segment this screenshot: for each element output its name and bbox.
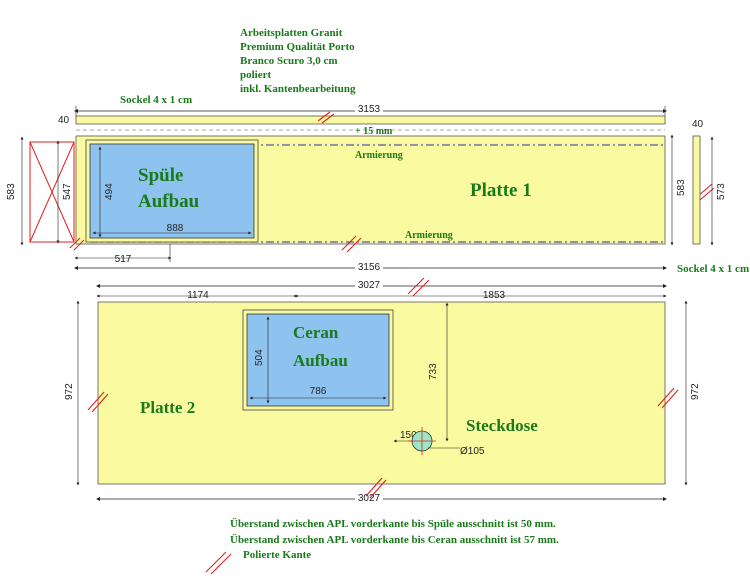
- dim-972-left: 972: [64, 383, 75, 400]
- plate-2-label: Platte 2: [140, 398, 195, 417]
- spec-line-3: Branco Scuro 3,0 cm: [240, 55, 338, 67]
- ceran-label-1: Ceran: [293, 323, 339, 342]
- spec-line-1: Arbeitsplatten Granit: [240, 27, 343, 39]
- dim-sockel-side-40: 40: [692, 119, 704, 130]
- sockel-strip-side: [692, 135, 701, 245]
- spec-text: Arbeitsplatten Granit Premium Qualität P…: [240, 27, 356, 95]
- spec-line-2: Premium Qualität Porto: [240, 41, 355, 53]
- dim-583-right: 583: [676, 179, 687, 196]
- dim-d105: Ø105: [460, 446, 485, 457]
- polish-marks-plate1: [69, 111, 715, 253]
- dim-sockel-40: 40: [58, 115, 70, 126]
- dim-517: 517: [115, 254, 132, 265]
- note-line-1: Überstand zwischen APL vorderkante bis S…: [230, 517, 556, 530]
- dim-3027-top: 3027: [358, 280, 381, 291]
- socket-label: Steckdose: [466, 416, 538, 435]
- note-line-2: Überstand zwischen APL vorderkante bis C…: [230, 533, 559, 546]
- dim-3027-bottom: 3027: [358, 493, 381, 504]
- spec-line-4: poliert: [240, 69, 271, 81]
- dim-1174: 1174: [187, 290, 209, 301]
- ceran-cutout: [246, 313, 390, 407]
- legend-label: Polierte Kante: [243, 549, 311, 561]
- sink-label-1: Spüle: [138, 165, 183, 186]
- dim-583-left: 583: [6, 183, 17, 200]
- dim-733: 733: [428, 363, 439, 380]
- dim-494: 494: [104, 183, 115, 200]
- dim-3153: 3153: [358, 104, 381, 115]
- ceran-label-2: Aufbau: [293, 351, 348, 370]
- spec-line-5: inkl. Kantenbearbeitung: [240, 83, 356, 95]
- dim-972-right: 972: [690, 383, 701, 400]
- sockel-top-label: Sockel 4 x 1 cm: [120, 94, 192, 106]
- dim-573: 573: [716, 183, 727, 200]
- plate-1-label: Platte 1: [470, 180, 532, 201]
- armierung-top-label: Armierung: [355, 150, 403, 161]
- dim-547: 547: [62, 183, 73, 200]
- plus-15mm: + 15 mm: [355, 126, 393, 137]
- dim-504: 504: [254, 349, 265, 366]
- dim-786: 786: [310, 386, 327, 397]
- dim-3156: 3156: [358, 262, 381, 273]
- dim-888: 888: [167, 223, 184, 234]
- sockel-right-label: Sockel 4 x 1 cm: [677, 263, 749, 275]
- armierung-bottom-label: Armierung: [405, 230, 453, 241]
- sink-cutout: [89, 143, 255, 239]
- polish-marks-plate2: [87, 277, 679, 499]
- sockel-left-frame: [29, 141, 75, 243]
- dim-1853: 1853: [483, 290, 506, 301]
- dim-150: 150: [400, 430, 417, 441]
- sockel-strip-top: [75, 115, 666, 125]
- sink-label-2: Aufbau: [138, 191, 200, 212]
- legend-polish-icon: [205, 551, 232, 575]
